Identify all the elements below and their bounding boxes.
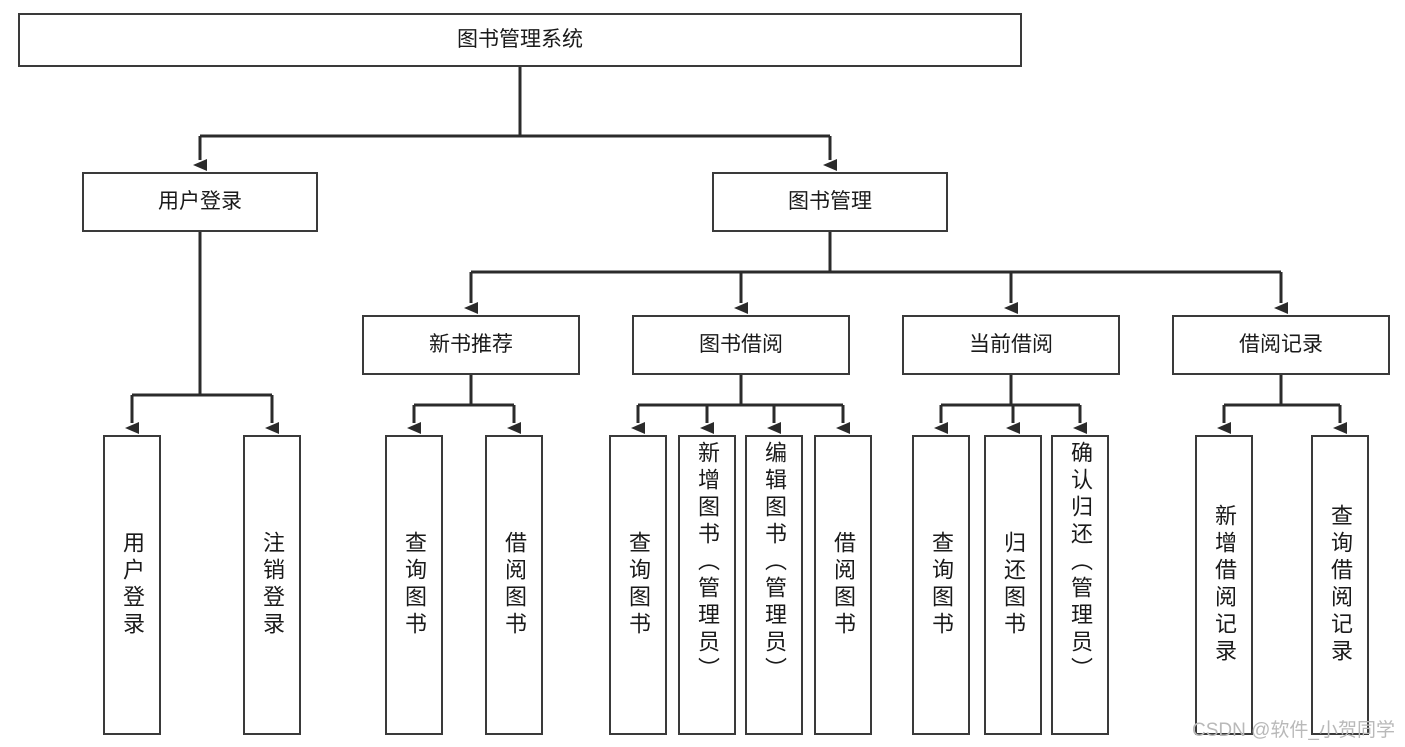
leaf-user-login[interactable]: 用户登录 (103, 435, 161, 735)
watermark: CSDN @软件_小贺同学 (1192, 720, 1395, 741)
leaf-edit-book-admin-label: 编辑图书（管理员） (762, 441, 787, 684)
leaf-borrow-book[interactable]: 借阅图书 (814, 435, 872, 735)
leaf-query-book-current[interactable]: 查询图书 (912, 435, 970, 735)
leaf-add-borrow-record-label: 新增借阅记录 (1212, 504, 1237, 666)
leaf-edit-book-admin[interactable]: 编辑图书（管理员） (745, 435, 803, 735)
leaf-confirm-return-admin[interactable]: 确认归还（管理员） (1051, 435, 1109, 735)
node-borrow-record-label: 借阅记录 (1239, 333, 1323, 357)
leaf-query-book-borrow-label: 查询图书 (626, 531, 651, 639)
leaf-query-book-recommend[interactable]: 查询图书 (385, 435, 443, 735)
leaf-return-book-label: 归还图书 (1001, 531, 1026, 639)
node-user-login-label: 用户登录 (158, 190, 242, 214)
node-root[interactable]: 图书管理系统 (18, 13, 1022, 67)
leaf-add-book-admin[interactable]: 新增图书（管理员） (678, 435, 736, 735)
leaf-query-borrow-record-label: 查询借阅记录 (1328, 504, 1353, 666)
leaf-return-book[interactable]: 归还图书 (984, 435, 1042, 735)
node-user-login[interactable]: 用户登录 (82, 172, 318, 232)
node-book-manage-label: 图书管理 (788, 190, 872, 214)
node-current-borrow[interactable]: 当前借阅 (902, 315, 1120, 375)
leaf-borrow-book-recommend[interactable]: 借阅图书 (485, 435, 543, 735)
leaf-query-borrow-record[interactable]: 查询借阅记录 (1311, 435, 1369, 735)
leaf-logout-login[interactable]: 注销登录 (243, 435, 301, 735)
leaf-add-borrow-record[interactable]: 新增借阅记录 (1195, 435, 1253, 735)
leaf-user-login-label: 用户登录 (120, 531, 145, 639)
node-root-label: 图书管理系统 (457, 28, 583, 52)
leaf-confirm-return-admin-label: 确认归还（管理员） (1068, 441, 1093, 684)
node-book-manage[interactable]: 图书管理 (712, 172, 948, 232)
node-current-borrow-label: 当前借阅 (969, 333, 1053, 357)
leaf-add-book-admin-label: 新增图书（管理员） (695, 441, 720, 684)
node-book-borrow-label: 图书借阅 (699, 333, 783, 357)
leaf-logout-login-label: 注销登录 (260, 531, 285, 639)
leaf-query-book-current-label: 查询图书 (929, 531, 954, 639)
node-new-book-recommend[interactable]: 新书推荐 (362, 315, 580, 375)
node-book-borrow[interactable]: 图书借阅 (632, 315, 850, 375)
leaf-query-book-borrow[interactable]: 查询图书 (609, 435, 667, 735)
node-new-book-recommend-label: 新书推荐 (429, 333, 513, 357)
node-borrow-record[interactable]: 借阅记录 (1172, 315, 1390, 375)
leaf-borrow-book-label: 借阅图书 (831, 531, 856, 639)
leaf-query-book-recommend-label: 查询图书 (402, 531, 427, 639)
leaf-borrow-book-recommend-label: 借阅图书 (502, 531, 527, 639)
